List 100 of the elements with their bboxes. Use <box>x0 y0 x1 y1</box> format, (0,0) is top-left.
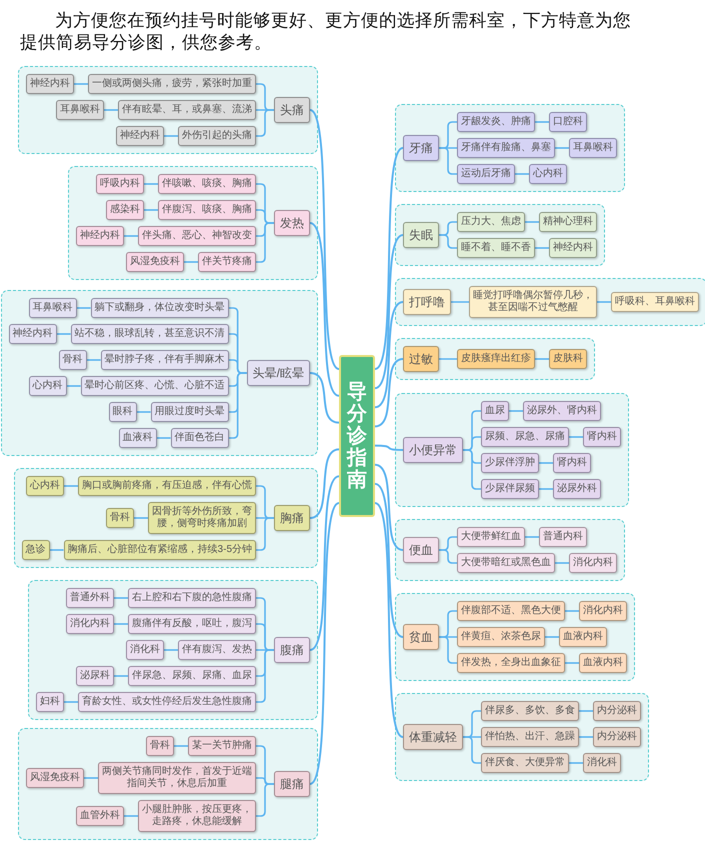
department-node: 急诊 <box>22 540 50 560</box>
symptom-node: 伴尿多、多饮、多食 <box>481 701 579 721</box>
curved-connector <box>374 358 404 428</box>
connector-line <box>565 610 579 612</box>
connector-line <box>164 649 178 651</box>
category-node: 腿痛 <box>274 771 310 797</box>
symptom-node: 运动后牙痛 <box>457 164 515 184</box>
department-node: 消化内科 <box>66 614 114 634</box>
department-node: 心内科 <box>26 476 64 496</box>
connector-line <box>569 762 583 764</box>
symptom-node: 伴有腹泻、发热 <box>178 640 256 660</box>
symptom-node: 伴黄疸、浓茶色尿 <box>457 627 545 647</box>
connector-line <box>114 597 128 599</box>
department-node: 血液内科 <box>579 653 627 673</box>
symptom-node: 晕时心前区疼、心慌、心脏不适 <box>80 376 229 396</box>
connector-line <box>174 745 188 747</box>
symptom-node: 小腿肚肿胀，按压更疼，走路疼，休息能缓解 <box>138 800 256 832</box>
department-node: 神经内科 <box>116 126 164 146</box>
symptom-node: 胸口或胸前疼痛，有压迫感，伴有心慌 <box>78 476 256 496</box>
branch-connector <box>256 222 274 263</box>
symptom-node: 站不稳，眼球乱转，甚至意识不清 <box>70 324 229 344</box>
intro-paragraph: 为方便您在预约挂号时能够更好、更方便的选择所需科室，下方特意为您提供简易导分诊图，供您参考。 <box>20 9 632 53</box>
group-panel <box>395 693 649 781</box>
curved-connector <box>310 372 340 424</box>
department-node: 泌尿外、肾内科 <box>523 401 601 421</box>
department-node: 普通外科 <box>66 588 114 608</box>
connector-line <box>525 536 539 538</box>
category-node: 胸痛 <box>274 505 310 531</box>
department-node: 呼吸科、耳鼻喉科 <box>611 292 699 312</box>
group-panel <box>395 278 705 326</box>
department-node: 血液内科 <box>559 627 607 647</box>
department-node: 神经内科 <box>549 238 597 258</box>
category-node: 体重减轻 <box>403 724 463 750</box>
branch-connector <box>256 649 274 703</box>
connector-line <box>525 221 539 223</box>
symptom-node: 少尿伴浮肿 <box>481 453 539 473</box>
connector-line <box>539 462 553 464</box>
group-panel <box>395 593 635 681</box>
branch-connector <box>439 358 457 360</box>
branch-connector <box>439 234 457 249</box>
symptom-node: 晕时脖子疼，伴有手脚麻木 <box>100 350 229 370</box>
symptom-node: 睡不着、睡不香 <box>457 238 535 258</box>
connector-line <box>124 815 138 817</box>
department-node: 耳鼻喉科 <box>56 100 104 120</box>
curved-connector <box>374 147 404 370</box>
curved-connector <box>309 109 340 370</box>
symptom-node: 伴厌食、大便异常 <box>481 753 569 773</box>
curved-connector <box>374 234 404 389</box>
connector-line <box>56 333 71 335</box>
symptom-node: 因骨折等外伤所致，弯腰，侧弯时疼痛加剧 <box>148 502 256 534</box>
department-node: 内分泌科 <box>593 701 641 721</box>
connector-line <box>569 436 583 438</box>
symptom-node: 伴关节疼痛 <box>198 252 256 272</box>
connector-line <box>579 736 593 738</box>
curved-connector <box>309 475 340 651</box>
symptom-node: 两侧关节痛同时发作，首发于近端指间关节，休息后加重 <box>98 762 256 794</box>
branch-connector <box>256 783 274 817</box>
group-panel <box>395 204 605 266</box>
branch-connector <box>463 449 481 490</box>
department-node: 肾内科 <box>553 453 591 473</box>
symptom-node: 伴咳嗽、咳痰、胸痛 <box>158 174 256 194</box>
branch-connector <box>439 549 457 564</box>
connector-line <box>579 710 593 712</box>
department-node: 骨科 <box>58 350 87 370</box>
category-node: 小便异常 <box>403 437 463 463</box>
connector-line <box>144 183 158 185</box>
connector-line <box>114 623 128 625</box>
curved-connector <box>309 222 340 397</box>
department-node: 骨科 <box>146 736 174 756</box>
connector-line <box>64 701 78 703</box>
category-node: 发热 <box>274 210 310 236</box>
symptom-node: 伴面色苍白 <box>170 428 229 448</box>
connector-line <box>50 549 64 551</box>
connector-line <box>84 777 98 779</box>
connector-line <box>555 562 569 564</box>
department-node: 泌尿科 <box>76 666 114 686</box>
curved-connector <box>374 483 404 638</box>
connector-line <box>565 662 579 664</box>
group-panel <box>18 66 318 154</box>
curved-connector <box>374 502 404 738</box>
connector-line <box>136 411 151 413</box>
department-node: 神经内科 <box>26 74 74 94</box>
connector-line <box>555 147 569 149</box>
category-node: 失眠 <box>403 222 439 248</box>
department-node: 心内科 <box>529 164 567 184</box>
connector-line <box>156 437 171 439</box>
symptom-node: 尿频、尿急、尿痛 <box>481 427 569 447</box>
branch-connector <box>439 636 457 664</box>
curved-connector <box>309 502 340 785</box>
symptom-node: 用眼过度时头晕 <box>150 402 229 422</box>
symptom-node: 少尿伴尿频 <box>481 479 539 499</box>
group-panel <box>395 338 595 380</box>
symptom-node: 大便带暗红或黑色血 <box>457 553 555 573</box>
department-node: 神经内科 <box>8 324 57 344</box>
department-node: 内分泌科 <box>593 727 641 747</box>
department-node: 口腔科 <box>549 112 587 132</box>
connector-line <box>515 173 529 175</box>
symptom-node: 伴有眩晕、耳，或鼻塞、流涕 <box>118 100 256 120</box>
symptom-node: 压力大、焦虑 <box>457 212 525 232</box>
central-node: 导分诊指南 <box>339 355 375 517</box>
